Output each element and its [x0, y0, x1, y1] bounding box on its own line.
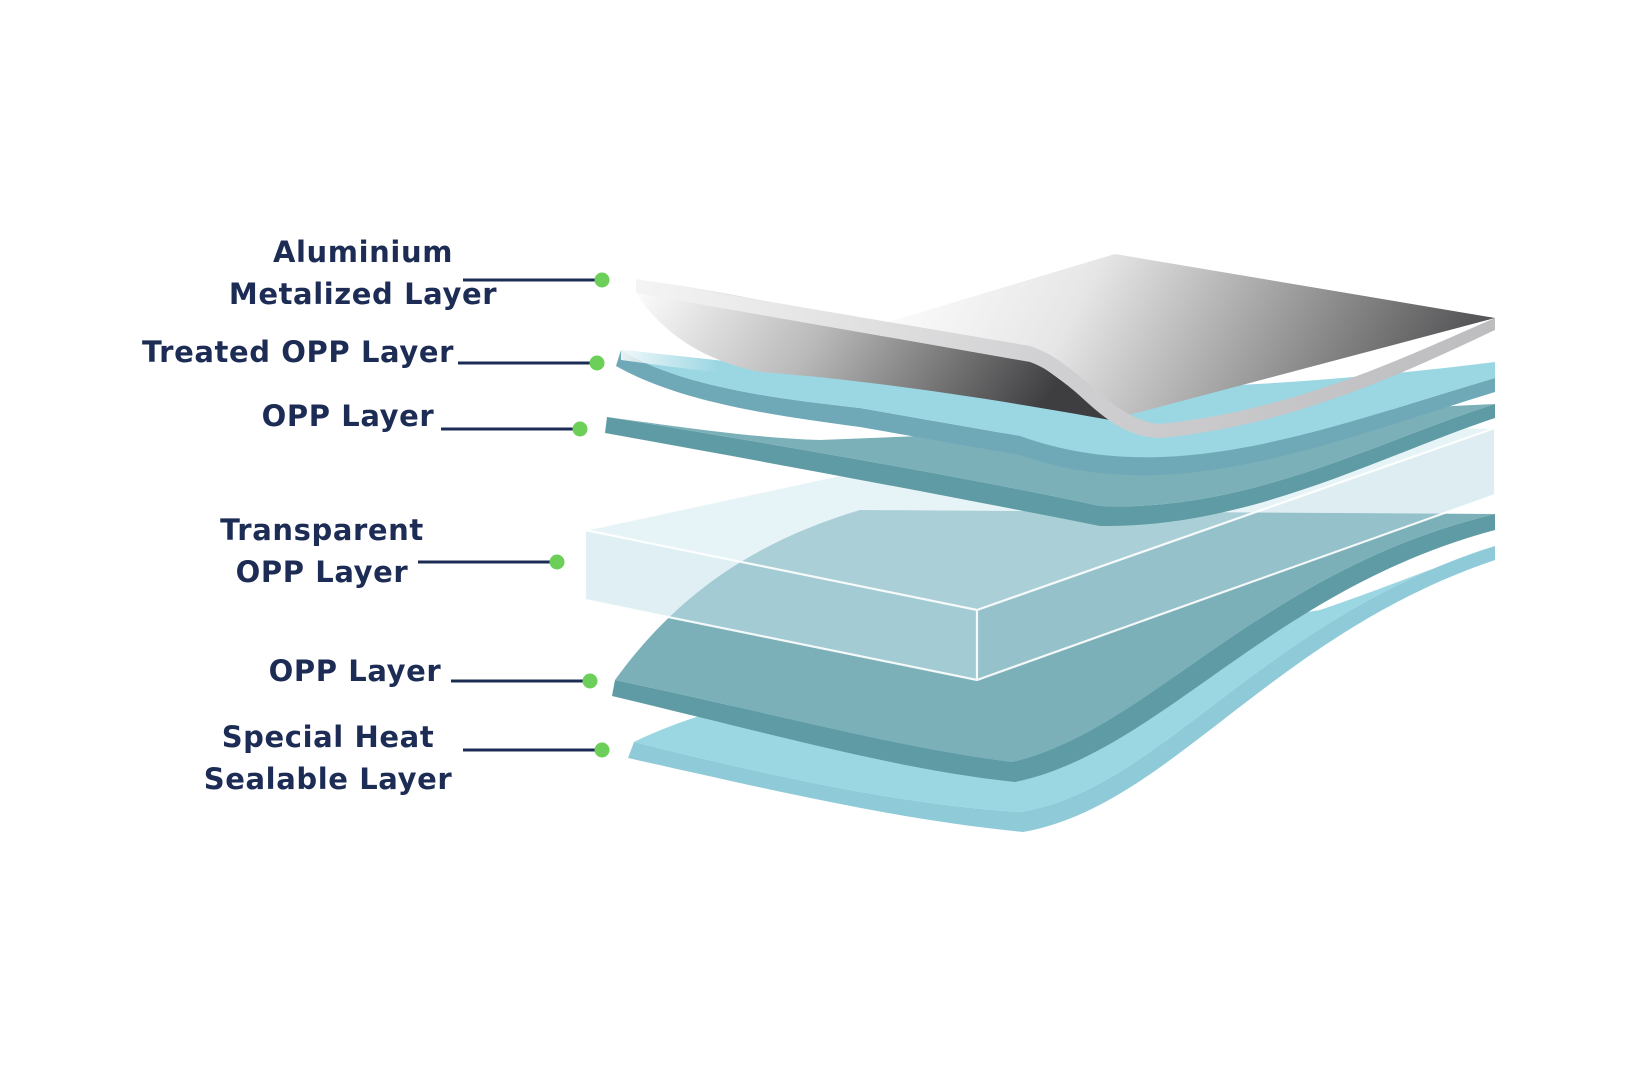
marker-dot-aluminium: [594, 272, 610, 288]
label-opp-lower-line-1: OPP Layer: [269, 654, 442, 688]
aluminium-layer-shape: [636, 254, 1495, 438]
label-transparent-opp-line-1: Transparent: [220, 513, 424, 547]
label-aluminium-line-1: Aluminium: [273, 235, 453, 269]
label-transparent-opp-line-2: OPP Layer: [236, 555, 409, 589]
label-treated-opp: Treated OPP Layer: [142, 335, 605, 371]
label-opp-upper: OPP Layer: [262, 399, 588, 437]
label-heat-sealable-line-1: Special Heat: [222, 720, 435, 754]
label-treated-opp-line-1: Treated OPP Layer: [142, 335, 454, 369]
marker-dot-heat-sealable: [594, 742, 610, 758]
label-aluminium-line-2: Metalized Layer: [229, 277, 497, 311]
label-opp-upper-line-1: OPP Layer: [262, 399, 435, 433]
label-opp-lower: OPP Layer: [269, 654, 598, 689]
marker-dot-opp-upper: [572, 421, 588, 437]
marker-dot-transparent-opp: [549, 554, 565, 570]
marker-dot-treated-opp: [589, 355, 605, 371]
marker-dot-opp-lower: [582, 673, 598, 689]
label-heat-sealable-line-2: Sealable Layer: [204, 762, 453, 796]
